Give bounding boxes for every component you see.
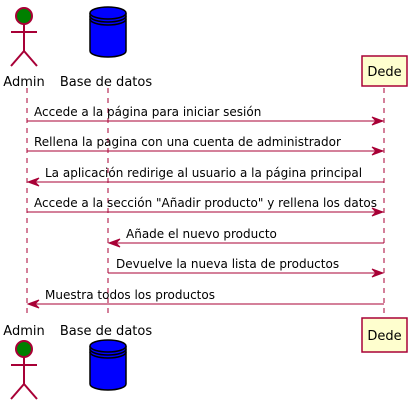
arrow-head <box>371 207 385 217</box>
message-7: Muestra todos los productos <box>26 288 384 309</box>
message-label: Añade el nuevo producto <box>126 227 277 241</box>
arrow-head <box>371 116 385 126</box>
arrow-head <box>371 146 385 156</box>
participant-base-de-datos-top: Base de datos <box>60 6 152 90</box>
arrow-head <box>26 177 40 187</box>
participant-label-base-de-datos: Base de datos <box>60 324 152 339</box>
message-6: Devuelve la nueva lista de productos <box>108 257 385 278</box>
arrow-head <box>371 268 385 278</box>
database-cylinder-icon <box>89 339 127 391</box>
message-label: La aplicación redirige al usuario a la p… <box>45 166 362 180</box>
participant-label-dede: Dede <box>367 65 401 80</box>
arrow-head <box>26 299 40 309</box>
arrow-head <box>107 238 121 248</box>
participant-dede-top: Dede <box>361 55 408 87</box>
message-2: Rellena la pagina con una cuenta de admi… <box>27 135 385 156</box>
participant-label-admin: Admin <box>3 324 44 339</box>
actor-admin-bottom: Admin <box>3 324 45 400</box>
actor-stick-figure-icon <box>10 7 38 67</box>
message-1: Accede a la página para iniciar sesión <box>27 105 385 126</box>
message-label: Accede a la sección "Añadir producto" y … <box>34 196 377 210</box>
participant-base-de-datos-bottom: Base de datos <box>60 324 152 391</box>
message-label: Muestra todos los productos <box>45 288 215 302</box>
message-label: Devuelve la nueva lista de productos <box>116 257 339 271</box>
participant-label-admin: Admin <box>3 75 44 90</box>
participant-label-dede: Dede <box>367 329 401 344</box>
message-label: Accede a la página para iniciar sesión <box>34 105 261 119</box>
participant-dede-bottom: Dede <box>361 317 408 353</box>
actor-admin-top: Admin <box>3 7 45 90</box>
database-cylinder-icon <box>89 6 127 58</box>
participant-label-base-de-datos: Base de datos <box>60 75 152 90</box>
message-4: Accede a la sección "Añadir producto" y … <box>27 196 385 217</box>
participant-box <box>361 317 408 353</box>
message-3: La aplicación redirige al usuario a la p… <box>26 166 384 187</box>
actor-stick-figure-icon <box>10 340 38 400</box>
message-label: Rellena la pagina con una cuenta de admi… <box>34 135 341 149</box>
message-5: Añade el nuevo producto <box>107 227 384 248</box>
participant-box <box>361 55 408 87</box>
